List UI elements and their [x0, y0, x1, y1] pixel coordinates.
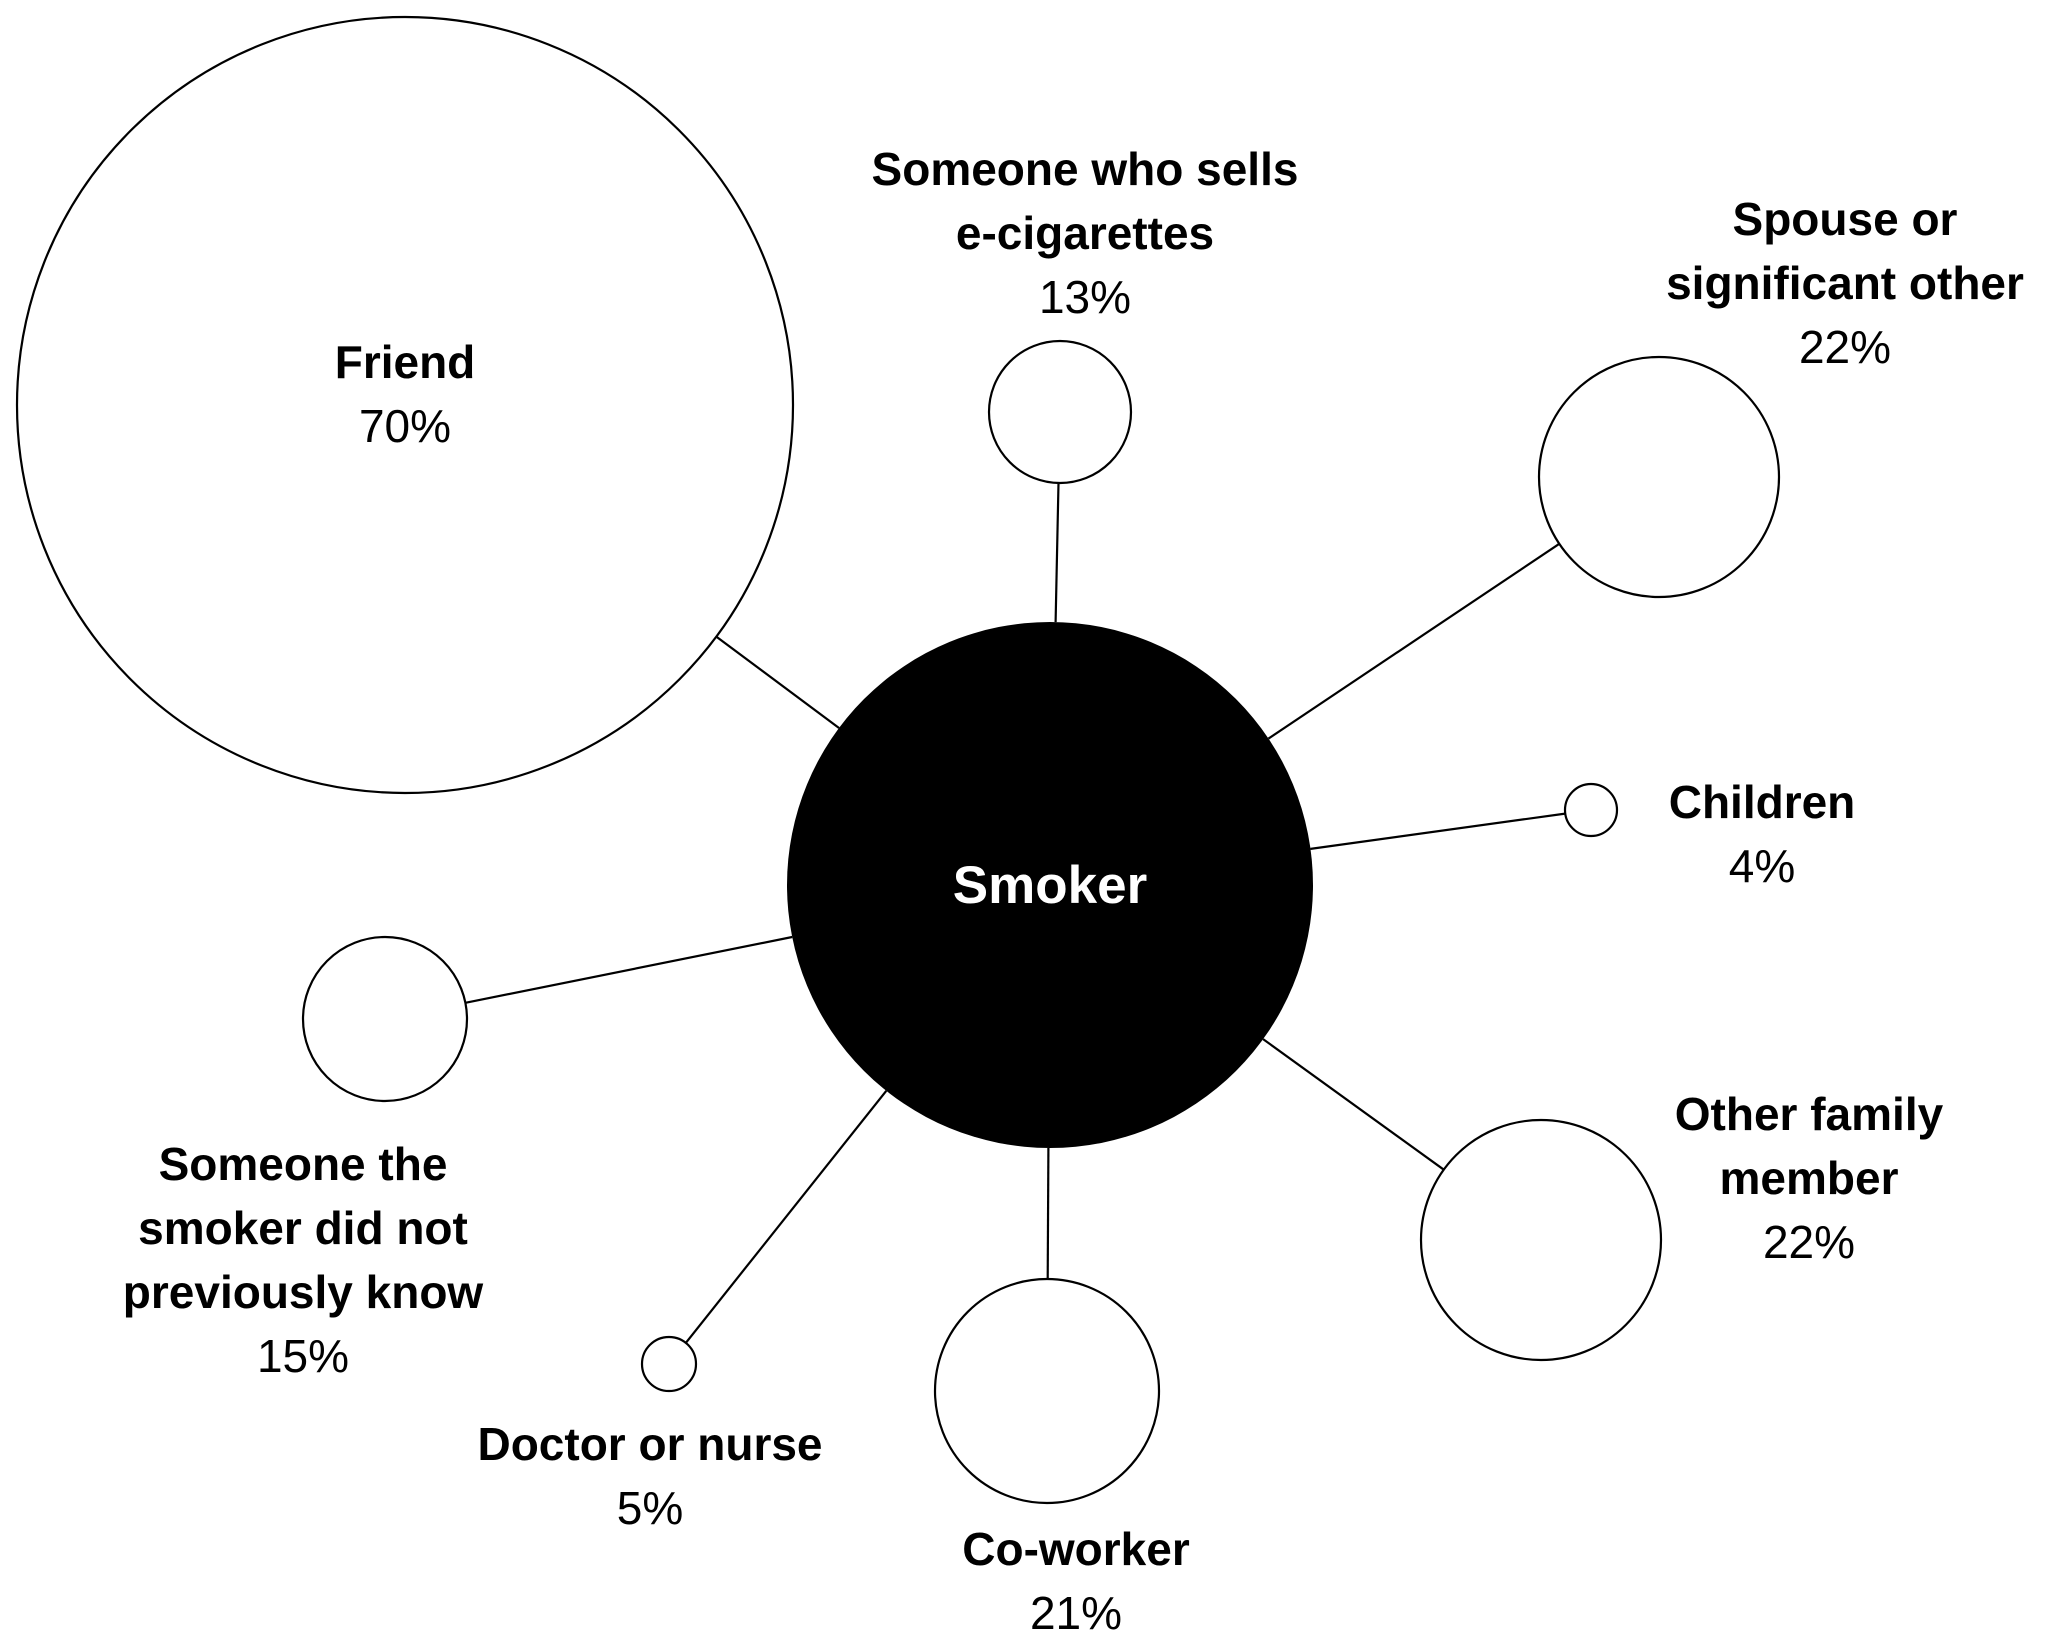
relation-labels: Friend 70% Someone who sells e-cigarettes 13… [123, 143, 2024, 1639]
stranger-name-line: Someone the [159, 1138, 448, 1190]
friend-name-line: Friend [335, 336, 476, 388]
seller-label-group: Someone who sells e-cigarettes 13% [872, 143, 1299, 323]
children-percent: 4% [1729, 840, 1795, 892]
coworker-label-group: Co-worker 21% [962, 1523, 1190, 1639]
friend-connector [715, 635, 840, 729]
doctor-name-line: Doctor or nurse [477, 1418, 822, 1470]
children-name-line: Children [1669, 776, 1856, 828]
coworker-name-line: Co-worker [962, 1523, 1190, 1575]
stranger-name-line: previously know [123, 1266, 484, 1318]
stranger-label-group: Someone the smoker did not previously know… [123, 1138, 484, 1382]
spouse-circle [1537, 355, 1781, 599]
other-family-connector [1262, 1038, 1445, 1171]
spouse-label-group: Spouse or significant other 22% [1666, 193, 2024, 373]
children-circle [1563, 782, 1619, 838]
other-family-circle [1419, 1118, 1663, 1362]
spouse-percent: 22% [1799, 321, 1891, 373]
spouse-connector [1267, 542, 1560, 740]
friend-percent: 70% [359, 400, 451, 452]
connector-lines [465, 482, 1566, 1344]
other-family-name-line: member [1720, 1152, 1899, 1204]
other-family-name-line: Other family [1675, 1088, 1944, 1140]
spouse-name-line: Spouse or [1733, 193, 1958, 245]
smoker-node: Smoker [787, 622, 1313, 1148]
coworker-circle [933, 1277, 1161, 1505]
children-label-group: Children 4% [1669, 776, 1856, 892]
stranger-percent: 15% [257, 1330, 349, 1382]
friend-circle [15, 15, 795, 795]
children-connector [1310, 812, 1566, 850]
other-family-label-group: Other family member 22% [1675, 1088, 1944, 1268]
other-family-percent: 22% [1763, 1216, 1855, 1268]
stranger-connector [465, 935, 793, 1004]
stranger-circle [301, 935, 469, 1103]
coworker-percent: 21% [1030, 1587, 1122, 1639]
doctor-connector [684, 1090, 888, 1344]
seller-connector [1054, 482, 1060, 623]
seller-percent: 13% [1039, 271, 1131, 323]
stranger-name-line: smoker did not [138, 1202, 468, 1254]
doctor-percent: 5% [617, 1482, 683, 1534]
smoker-circle [787, 622, 1313, 1148]
doctor-label-group: Doctor or nurse 5% [477, 1418, 822, 1534]
seller-name-line: e-cigarettes [956, 207, 1214, 259]
seller-circle [987, 339, 1133, 485]
doctor-circle [640, 1335, 698, 1393]
spouse-name-line: significant other [1666, 257, 2024, 309]
friend-label-group: Friend 70% [335, 336, 476, 452]
relation-nodes [15, 15, 1781, 1505]
smoker-label: Smoker [953, 856, 1147, 915]
seller-name-line: Someone who sells [872, 143, 1299, 195]
coworker-connector [1046, 1147, 1050, 1280]
